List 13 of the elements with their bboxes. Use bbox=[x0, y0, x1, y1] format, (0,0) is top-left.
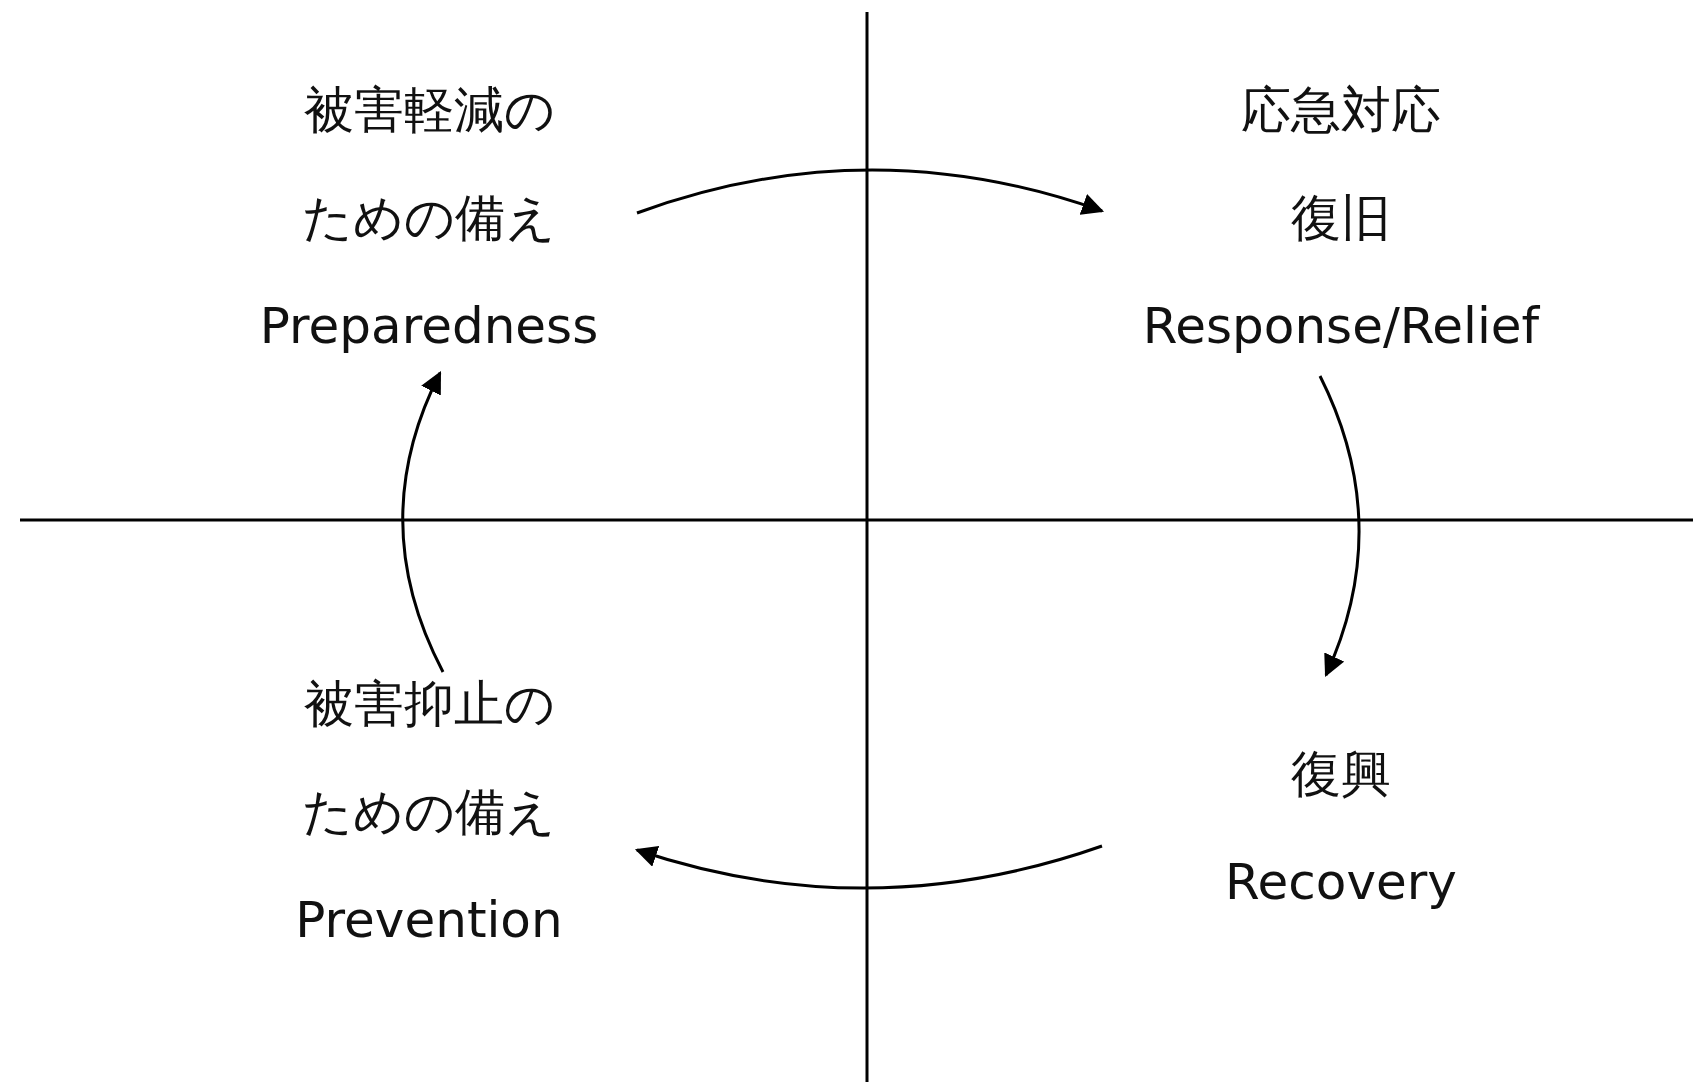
phase-name: 復旧 bbox=[1291, 188, 1391, 249]
arrow bbox=[636, 168, 1105, 216]
phase-label: Response/Relief bbox=[1142, 296, 1540, 357]
phase-name: 被害軽減のための備え bbox=[301, 80, 557, 249]
phase-label: Prevention bbox=[295, 890, 563, 951]
phase-label: Preparedness bbox=[259, 296, 599, 357]
phase-name: 被害抑止のための備え bbox=[301, 674, 557, 843]
arrow bbox=[1318, 375, 1361, 678]
arrow bbox=[634, 844, 1103, 890]
phase-label: Recovery bbox=[1225, 852, 1457, 913]
arrow bbox=[401, 371, 445, 673]
phase-name: 復興 bbox=[1291, 744, 1391, 805]
phase-name: 応急対応 bbox=[1241, 80, 1441, 141]
